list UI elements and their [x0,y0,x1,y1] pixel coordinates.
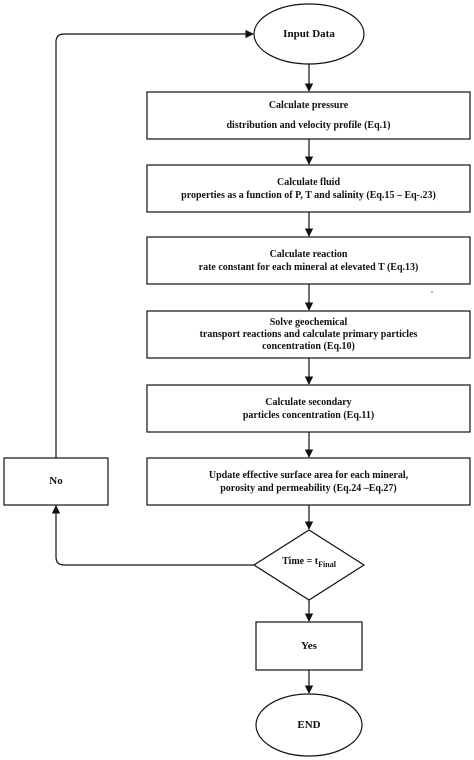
step1-label: Calculate pressure distribution and velo… [226,99,391,131]
yes-label: Yes [301,639,317,652]
step3-label: Calculate reaction rate constant for eac… [198,248,419,273]
arrow-decision-no [51,505,254,566]
step4-label: Solve geochemical transport reactions an… [199,316,418,352]
end-label: END [297,718,321,731]
start-label: Input Data [283,27,335,40]
step2-box [146,164,471,213]
yes-box [255,621,363,671]
step5-label: Calculate secondary particles concentrat… [242,396,375,421]
decision-label: Time = t Final [282,555,336,569]
no-box [3,457,109,506]
step6-label: Update effective surface area for each m… [208,469,409,494]
end-ellipse [255,693,363,757]
step2-label: Calculate fluid properties as a function… [181,176,436,201]
step1-box [146,91,471,140]
stray-dot [431,291,433,293]
arrow-no-start [55,29,254,458]
no-label: No [49,475,63,487]
step3-box [146,236,471,285]
